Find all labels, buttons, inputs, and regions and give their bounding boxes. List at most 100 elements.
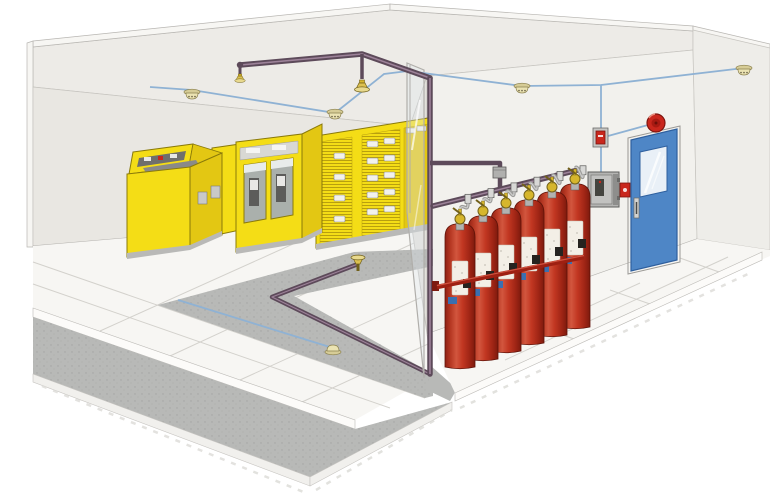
- tape-drive: [276, 174, 286, 202]
- wall-side-right: [692, 29, 770, 251]
- detector-vent-dot: [746, 71, 748, 74]
- restraint-bracket: [432, 281, 439, 291]
- manifold-feed-pipe: [430, 160, 503, 196]
- smoke-detector: [326, 108, 344, 120]
- panel-hinge: [617, 178, 620, 182]
- label-speckle: [523, 242, 525, 244]
- pull-station-dot: [623, 188, 627, 192]
- window-cabinet: [235, 123, 323, 254]
- detector-vent-dot: [334, 115, 336, 118]
- rack-module-handle: [333, 194, 346, 202]
- manifold-drop: [533, 176, 541, 187]
- underfloor-smoke-detector: [324, 344, 342, 356]
- cylinder-label-blue: [540, 265, 549, 272]
- plenum-opening-speckle: [158, 249, 433, 398]
- bell-highlight: [648, 113, 656, 119]
- cylinder-label-black: [463, 279, 471, 288]
- detection-wire-right: [600, 85, 649, 172]
- wall-left-outer-edge: [26, 40, 34, 248]
- storage-rack: [315, 117, 429, 250]
- rack-module-handle: [333, 173, 346, 181]
- label-speckle: [526, 256, 528, 258]
- label-speckle: [503, 264, 505, 266]
- cylinder-body: [559, 183, 591, 330]
- console-front: [126, 166, 191, 258]
- console-button: [144, 157, 151, 161]
- rack-module-handle: [333, 215, 346, 223]
- smoke-detector: [513, 82, 531, 94]
- cylinder-label-blue: [448, 297, 457, 304]
- cylinder-label: [543, 228, 561, 264]
- flex-hose-highlight: [574, 166, 584, 178]
- door-frame: [627, 125, 681, 275]
- rack-module-handle: [383, 154, 396, 162]
- nozzle-neck: [238, 73, 242, 77]
- window-reflection: [244, 162, 266, 173]
- agent-cylinder: [513, 176, 545, 346]
- cylinder-valve: [500, 197, 512, 209]
- alarm-circuit-wall: [568, 85, 681, 275]
- station-label: [598, 135, 603, 137]
- rack-module-handle: [333, 152, 346, 160]
- cylinder-label-blue: [494, 281, 503, 288]
- cylinder-label-blue: [471, 289, 480, 296]
- cylinder-label-blue: [517, 273, 526, 280]
- tape-reel: [250, 180, 258, 190]
- detector-vent-dot: [743, 71, 745, 74]
- flex-hose-highlight: [551, 174, 561, 184]
- restraint-bar: [436, 254, 585, 290]
- smoke-detector: [183, 88, 201, 100]
- check-valve: [492, 166, 507, 179]
- rack-base: [316, 224, 428, 250]
- cabinet-strip-slot: [272, 145, 286, 150]
- manual-station-upper: [592, 127, 609, 148]
- detector-vent-dot: [191, 95, 193, 98]
- window-cabinet-base: [236, 228, 322, 254]
- console-base: [127, 231, 222, 259]
- panel-side: [613, 174, 618, 205]
- panel-display: [595, 179, 604, 196]
- flex-hose-highlight: [528, 182, 538, 190]
- valve-lever: [567, 167, 577, 175]
- cylinder-label-black: [532, 255, 540, 264]
- cylinder-body: [444, 223, 476, 370]
- underfloor-pipe-highlight: [271, 263, 431, 375]
- label-speckle: [547, 258, 549, 260]
- label-speckle: [576, 232, 578, 234]
- label-speckle: [570, 250, 572, 252]
- rack-module-handle: [366, 174, 379, 182]
- underfloor-wire: [177, 299, 334, 349]
- floor-right-edge-band: [454, 251, 763, 402]
- agent-cylinder: [444, 193, 476, 370]
- discharge-nozzles: [234, 73, 370, 271]
- label-speckle: [549, 248, 551, 250]
- agent-cylinder: [490, 182, 522, 354]
- nozzle-rim: [354, 86, 370, 93]
- detector-vent-dot: [331, 115, 333, 118]
- console-vent: [197, 191, 208, 205]
- cylinder-bank: [427, 75, 591, 377]
- detector-vent-dot: [524, 89, 526, 92]
- detector-vent-dot: [521, 89, 523, 92]
- glass-streak: [411, 99, 421, 151]
- cylinder-label-black: [555, 247, 563, 256]
- detector-vent-dot: [188, 95, 190, 98]
- cylinder-body: [490, 207, 522, 354]
- station-body: [595, 130, 606, 145]
- rack-module-handle: [366, 157, 379, 165]
- label-speckle: [454, 266, 456, 268]
- cylinder-valve: [477, 205, 489, 217]
- plenum-channel: [427, 366, 457, 401]
- rack-module-handle: [366, 140, 379, 148]
- window-cabinet-side: [301, 123, 323, 243]
- rack-module-handle: [383, 137, 396, 145]
- discharge-nozzle: [234, 73, 246, 83]
- pipe-elbow: [236, 61, 244, 69]
- cylinder-valve: [454, 213, 466, 225]
- manifold-drop: [487, 188, 495, 198]
- console-vent: [210, 185, 221, 199]
- rack-module-handle: [366, 208, 379, 216]
- label-speckle: [507, 256, 509, 258]
- label-speckle: [480, 272, 482, 274]
